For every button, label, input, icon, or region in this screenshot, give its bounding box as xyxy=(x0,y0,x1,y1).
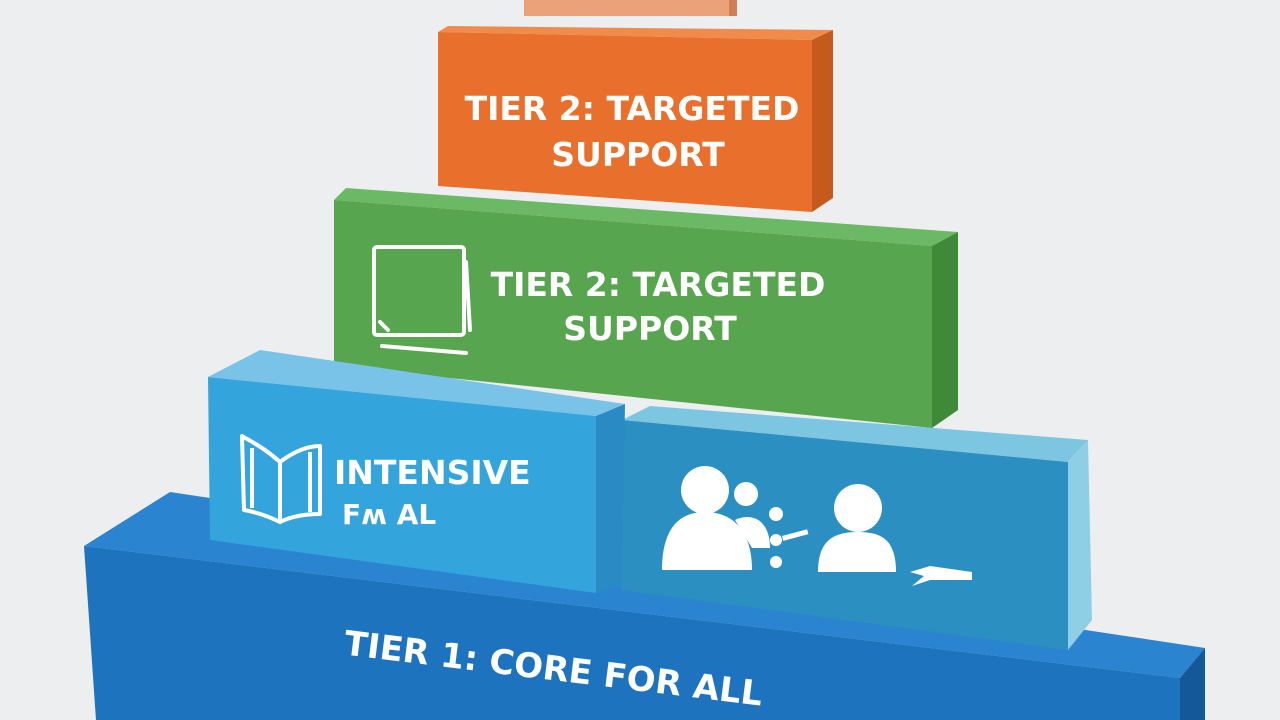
teal-block-side xyxy=(1068,440,1092,650)
whiteboard-icon xyxy=(372,245,472,355)
green-block-subtitle: SUPPORT xyxy=(563,309,737,348)
tier-block-teal xyxy=(622,406,1092,650)
airplane-icon xyxy=(910,566,972,586)
tier-block-green: TIER 2: TARGETED SUPPORT xyxy=(334,188,958,428)
tier-block-orange: TIER 2: TARGETED SUPPORT xyxy=(438,26,833,212)
orange-block-top xyxy=(438,26,833,40)
light-blue-block-front xyxy=(208,377,596,593)
teal-block-top xyxy=(622,406,1088,462)
orange-block-front xyxy=(438,32,812,212)
orange-block-title: TIER 2: TARGETED xyxy=(465,89,800,128)
peach-block-front xyxy=(524,0,729,16)
top-peach-block xyxy=(524,0,737,16)
peach-block-side xyxy=(729,0,737,16)
open-book-icon xyxy=(240,434,322,524)
base-block-front xyxy=(84,546,1180,720)
people-group-icon xyxy=(662,466,896,572)
light-blue-block-top xyxy=(208,350,625,416)
green-block-front xyxy=(334,200,932,428)
base-block-side xyxy=(1180,648,1205,720)
green-block-title: TIER 2: TARGETED xyxy=(491,265,826,304)
light-blue-block-subtitle: Fʍ AL xyxy=(342,498,436,531)
green-block-side xyxy=(932,232,958,428)
light-blue-block-side xyxy=(596,404,625,593)
light-blue-block-title: INTENSIVE xyxy=(334,453,531,492)
tier-block-light-blue: INTENSIVE Fʍ AL xyxy=(208,350,625,593)
orange-block-side xyxy=(812,30,833,212)
orange-block-subtitle: SUPPORT xyxy=(551,135,725,174)
green-block-top xyxy=(334,188,958,246)
